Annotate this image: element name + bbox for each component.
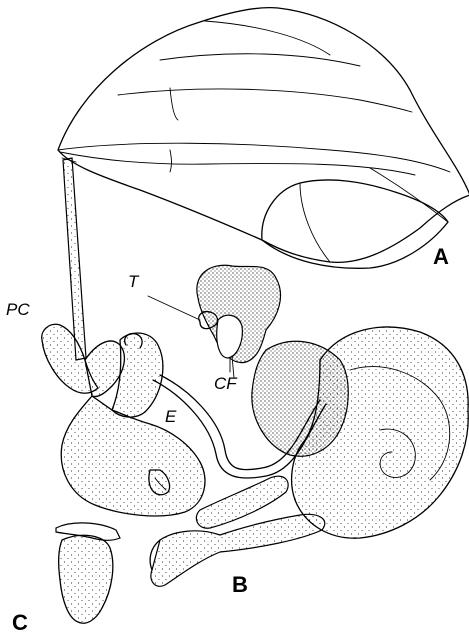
panel-label-c: C [12,610,28,636]
part-label-cf: CF [214,374,237,394]
panel-c-organ [56,523,120,623]
part-label-pc: PC [6,300,30,320]
part-label-e: E [165,407,176,427]
shell-drawing [58,8,469,269]
panel-label-b: B [232,572,248,598]
part-label-t: T [128,272,138,292]
panel-label-a: A [433,244,449,270]
